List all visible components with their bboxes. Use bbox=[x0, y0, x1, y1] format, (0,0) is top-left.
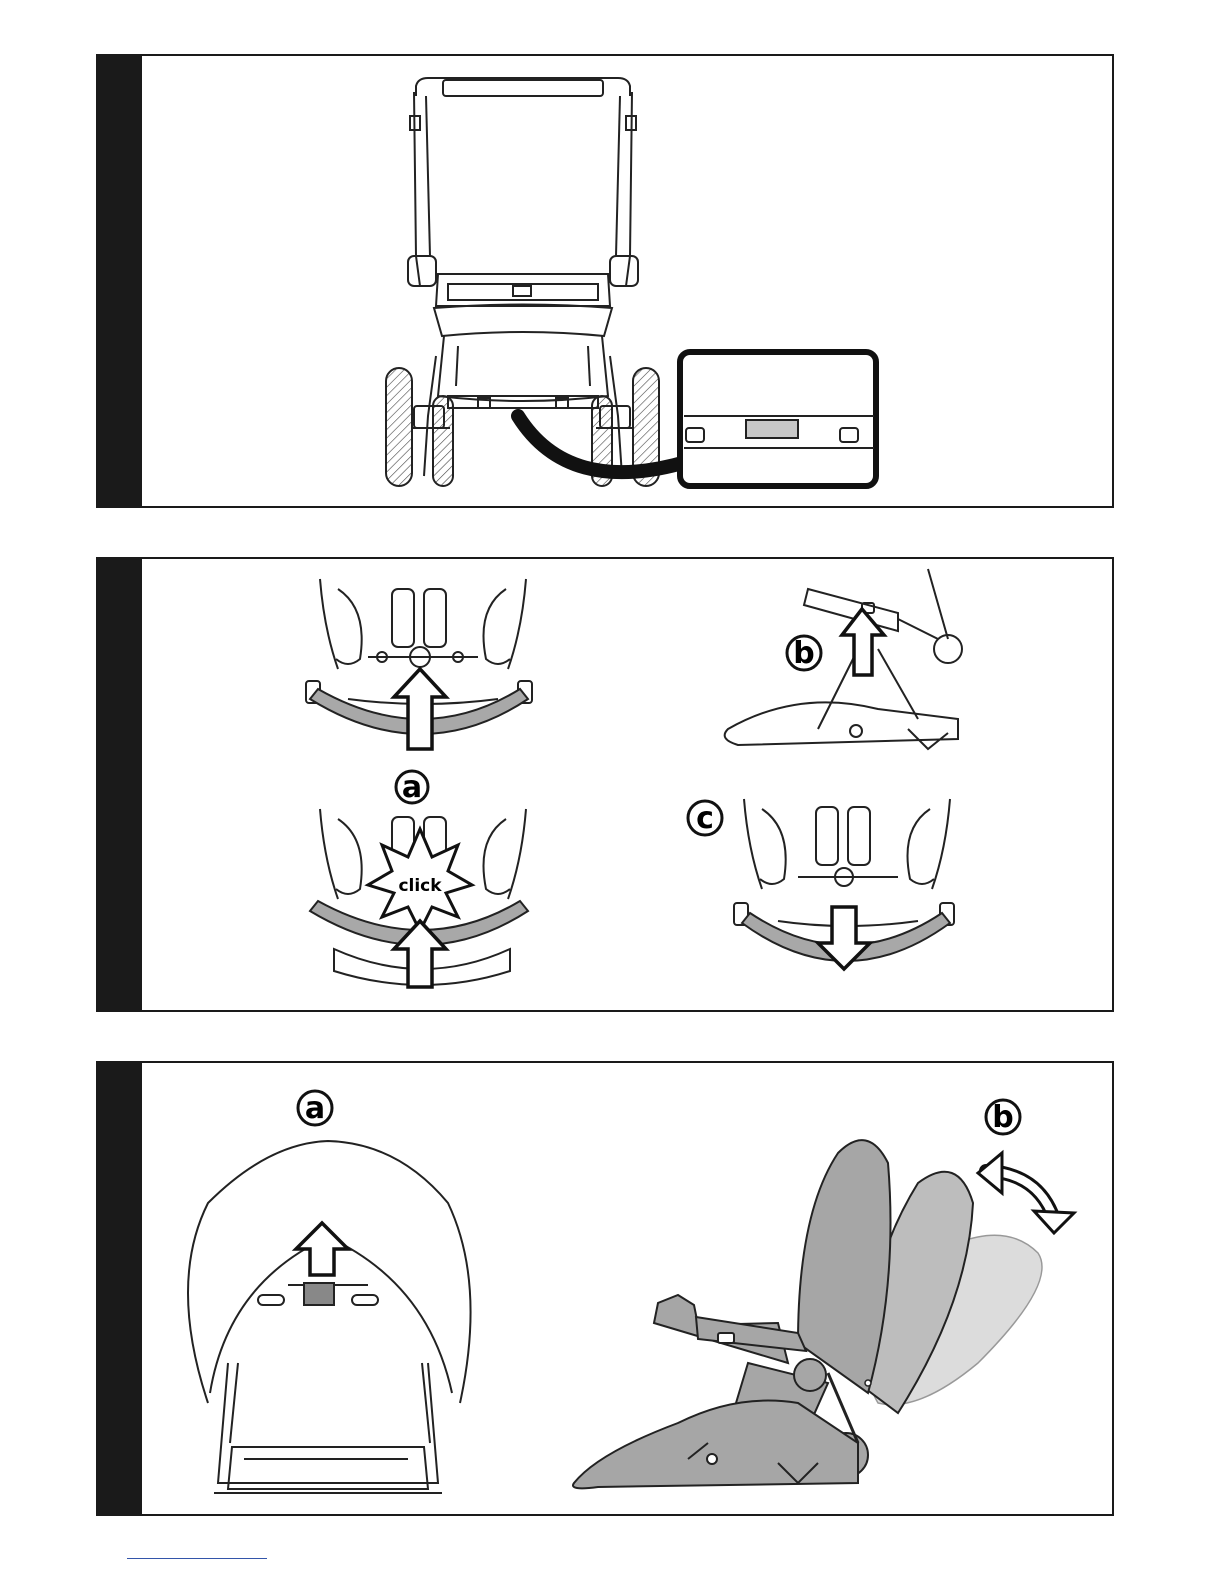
svg-text:b: b bbox=[992, 1100, 1013, 1135]
bumper-bar-illustration: a click bbox=[98, 559, 1116, 1014]
svg-text:a: a bbox=[305, 1091, 325, 1126]
callout-b: b bbox=[986, 1100, 1020, 1135]
svg-text:click: click bbox=[398, 876, 442, 896]
callout-a: a bbox=[298, 1091, 332, 1126]
up-arrow-icon bbox=[842, 609, 884, 675]
up-arrow-icon bbox=[394, 669, 446, 749]
callout-b: b bbox=[787, 636, 821, 671]
step-panel-2: a click bbox=[96, 557, 1114, 1012]
svg-text:c: c bbox=[696, 801, 714, 836]
detail-inset bbox=[680, 352, 876, 486]
step-panel-3: a b bbox=[96, 1061, 1114, 1516]
step-panel-1 bbox=[96, 54, 1114, 508]
seat-side-view bbox=[573, 1140, 1042, 1488]
stroller-front-illustration bbox=[98, 56, 1116, 510]
svg-text:b: b bbox=[793, 636, 814, 671]
side-view-b bbox=[725, 569, 962, 749]
seat-recline-illustration: a b bbox=[98, 1063, 1116, 1518]
callout-c: c bbox=[688, 801, 722, 836]
svg-text:a: a bbox=[402, 770, 422, 805]
click-burst-icon: click bbox=[368, 829, 472, 931]
footer-rule bbox=[127, 1558, 267, 1559]
up-arrow-icon bbox=[296, 1223, 348, 1275]
callout-a: a bbox=[396, 770, 428, 805]
seat-rear-view bbox=[188, 1141, 471, 1493]
